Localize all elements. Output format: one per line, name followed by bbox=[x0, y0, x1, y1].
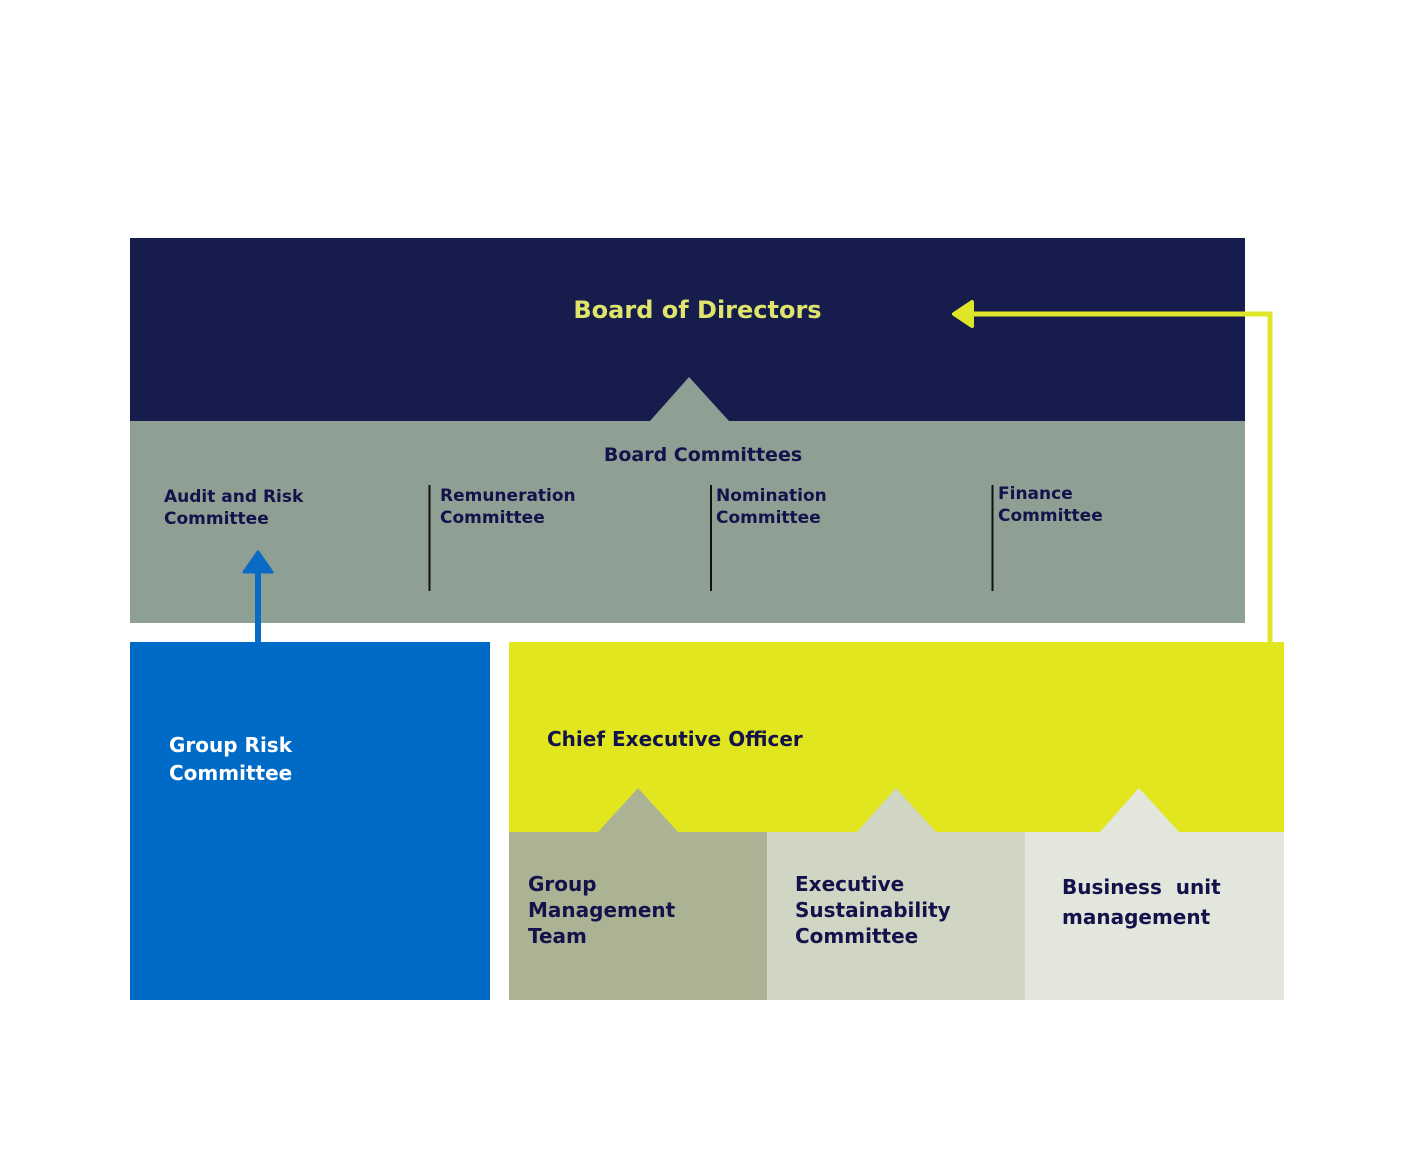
business-unit-box bbox=[1025, 832, 1284, 1000]
bu-pointer-triangle bbox=[1100, 788, 1179, 832]
committee-audit-risk: Audit and Risk Committee bbox=[164, 487, 304, 530]
ceo-to-board-arrow-line bbox=[968, 311, 1273, 642]
committee-finance: Finance Committee bbox=[998, 484, 1103, 527]
board-committees-heading: Board Committees bbox=[603, 444, 803, 466]
esc-pointer-triangle bbox=[857, 788, 936, 832]
ceo-label: Chief Executive Officer bbox=[547, 727, 803, 751]
business-unit-label: Business unit management bbox=[1062, 875, 1221, 929]
group-management-team-box bbox=[509, 832, 767, 1000]
group-risk-committee-box bbox=[130, 642, 490, 1000]
committee-remuneration: Remuneration Committee bbox=[440, 486, 576, 529]
executive-sustainability-box bbox=[767, 832, 1025, 1000]
board-committees-box bbox=[130, 421, 1245, 623]
board-arrowhead-icon bbox=[952, 300, 974, 328]
board-title: Board of Directors bbox=[573, 296, 822, 324]
board-pointer-triangle bbox=[650, 377, 729, 421]
group-risk-committee-label: Group Risk Committee bbox=[169, 733, 293, 785]
gmt-pointer-triangle bbox=[598, 788, 678, 832]
committee-nomination: Nomination Committee bbox=[716, 486, 827, 529]
executive-sustainability-label: Executive Sustainability Committee bbox=[795, 872, 951, 948]
risk-arrowhead-icon bbox=[242, 550, 274, 574]
group-management-team-label: Group Management Team bbox=[528, 872, 676, 948]
